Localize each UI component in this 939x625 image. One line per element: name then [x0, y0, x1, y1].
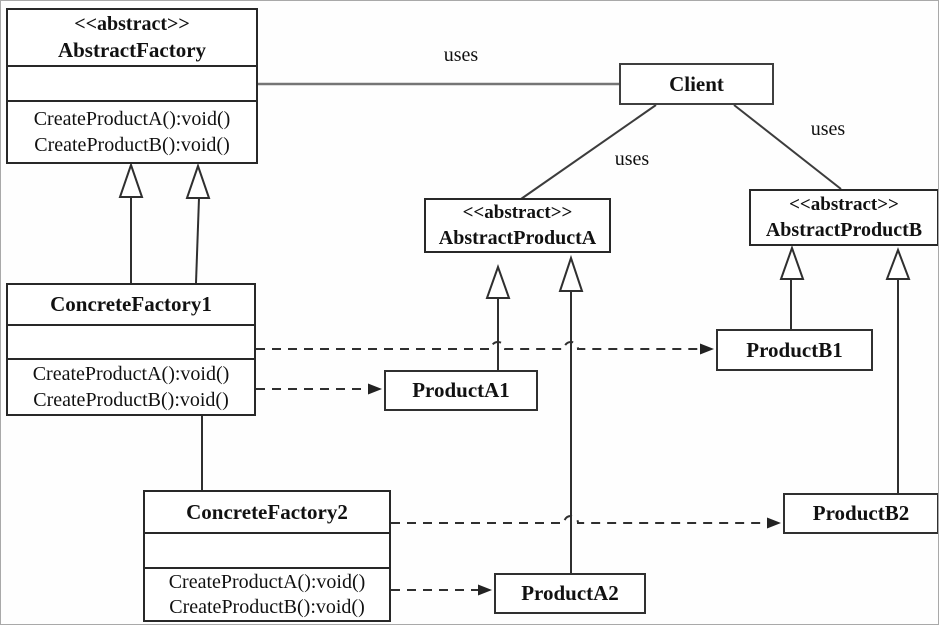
edge-label-uses-factory-client: uses [443, 44, 479, 66]
class-concrete-factory-2-operations: CreateProductA():void() CreateProductB()… [145, 569, 389, 620]
abstract-factory-stereotype: <<abstract>> [74, 13, 190, 35]
class-abstract-product-a-title: <<abstract>> AbstractProductA [426, 200, 609, 251]
generalization-line-cf2-factory [195, 197, 200, 284]
operation: CreateProductA():void() [168, 570, 366, 593]
dependency-arrowhead-cf2-pb2-icon [767, 517, 781, 529]
generalization-triangle-pa2-icon [558, 254, 584, 292]
class-concrete-factory-1-attributes [8, 326, 254, 360]
class-client: Client [619, 63, 774, 105]
dependency-line-cf1-pb1 [256, 341, 700, 350]
class-concrete-factory-1-operations: CreateProductA():void() CreateProductB()… [8, 360, 254, 414]
edge-label-uses-client-product-a: uses [614, 148, 650, 170]
edge-label-uses-client-product-b: uses [810, 118, 846, 140]
class-product-b2: ProductB2 [783, 493, 938, 534]
dependency-arrowhead-cf2-pa2-icon [478, 584, 492, 596]
generalization-triangle-cf2-icon [185, 162, 211, 199]
operation: CreateProductB():void() [34, 134, 230, 156]
class-abstract-product-b: <<abstract>> AbstractProductB [749, 189, 938, 246]
abstract-product-b-name: AbstractProductB [765, 219, 923, 241]
abstract-factory-name: AbstractFactory [57, 38, 207, 62]
product-b1-name: ProductB1 [746, 337, 843, 362]
class-concrete-factory-1-title: ConcreteFactory1 [8, 285, 254, 326]
generalization-triangle-pa1-icon [485, 264, 511, 299]
client-name: Client [669, 71, 724, 96]
operation: CreateProductB():void() [33, 389, 229, 411]
class-product-b1: ProductB1 [716, 329, 873, 371]
product-a1-name: ProductA1 [412, 378, 510, 402]
class-product-a1: ProductA1 [384, 370, 538, 411]
class-abstract-product-b-title: <<abstract>> AbstractProductB [751, 191, 937, 244]
class-abstract-factory-operations: CreateProductA():void() CreateProductB()… [8, 102, 256, 162]
operation: CreateProductA():void() [32, 363, 230, 385]
class-concrete-factory-2-title: ConcreteFactory2 [145, 492, 389, 534]
product-b2-name: ProductB2 [812, 501, 910, 525]
concrete-factory-1-name: ConcreteFactory1 [50, 292, 212, 316]
abstract-product-a-stereotype: <<abstract>> [462, 202, 573, 223]
concrete-factory-2-name: ConcreteFactory2 [186, 499, 348, 524]
operation: CreateProductA():void() [33, 108, 231, 130]
dependency-arrowhead-cf1-pa1-icon [368, 383, 382, 395]
class-abstract-factory-attributes [8, 67, 256, 102]
class-concrete-factory-2-attributes [145, 534, 389, 569]
class-abstract-factory: <<abstract>> AbstractFactory CreateProdu… [6, 8, 258, 164]
dependency-arrowhead-cf1-pb1-icon [700, 343, 714, 355]
class-concrete-factory-2: ConcreteFactory2 CreateProductA():void()… [143, 490, 391, 622]
class-concrete-factory-1: ConcreteFactory1 CreateProductA():void()… [6, 283, 256, 416]
abstract-product-a-name: AbstractProductA [438, 227, 597, 249]
product-a2-name: ProductA2 [521, 581, 619, 605]
generalization-triangle-pb1-icon [779, 245, 805, 280]
generalization-triangle-pb2-icon [885, 247, 911, 280]
class-product-a2: ProductA2 [494, 573, 646, 614]
class-abstract-factory-title: <<abstract>> AbstractFactory [8, 10, 256, 67]
class-abstract-product-a: <<abstract>> AbstractProductA [424, 198, 611, 253]
generalization-triangle-cf1-icon [118, 161, 144, 198]
operation: CreateProductB():void() [169, 595, 365, 618]
abstract-product-b-stereotype: <<abstract>> [789, 194, 899, 215]
dependency-line-cf2-pb2 [391, 515, 767, 524]
